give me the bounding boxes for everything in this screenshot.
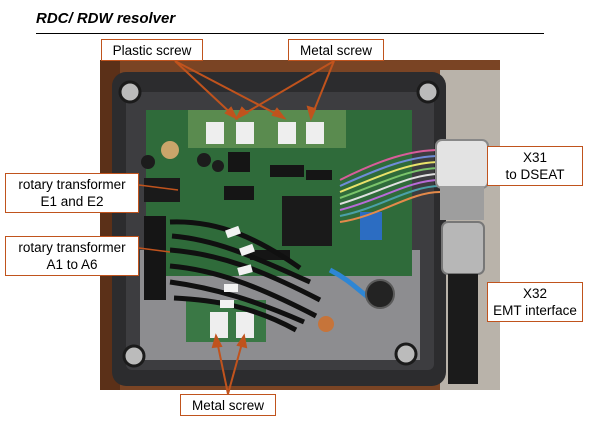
callout-arrows <box>138 60 335 395</box>
callout-rotary-transformer-a-line1: rotary transformer <box>18 240 126 255</box>
terminal-top-4 <box>306 122 324 144</box>
capacitor-3 <box>197 153 211 167</box>
x31-connector-shell <box>440 186 484 220</box>
terminal-top-3 <box>278 122 296 144</box>
terminal-top-1 <box>206 122 224 144</box>
capacitor-1 <box>161 141 179 159</box>
chip-4 <box>306 170 332 180</box>
chip-2 <box>228 152 250 172</box>
blue-component <box>360 212 382 240</box>
callout-x31-line1: X31 <box>522 150 548 165</box>
gland-nut <box>365 279 395 309</box>
mount-hole-br <box>394 342 418 366</box>
left-connector-2 <box>144 216 166 300</box>
page-title: RDC/ RDW resolver <box>36 10 176 27</box>
x31-connector <box>435 139 489 189</box>
callout-rotary-transformer-e: rotary transformer E1 and E2 <box>5 173 139 213</box>
callout-metal-screw-bottom: Metal screw <box>180 394 276 416</box>
mount-hole-bl <box>122 344 146 368</box>
chip-3 <box>270 165 304 177</box>
callout-x32-line1: X32 <box>522 286 548 301</box>
callout-metal-screw-top: Metal screw <box>288 39 384 61</box>
callout-x32-line2: EMT interface <box>493 303 577 318</box>
callout-plastic-screw: Plastic screw <box>101 39 203 61</box>
terminal-top-2 <box>236 122 254 144</box>
callout-rotary-transformer-a: rotary transformer A1 to A6 <box>5 236 139 276</box>
terminal-bottom-1 <box>210 312 228 338</box>
capacitor-2 <box>141 155 155 169</box>
callout-x31: X31 to DSEAT <box>487 146 583 186</box>
wire-tags <box>220 225 255 308</box>
callout-rotary-transformer-e-line2: E1 and E2 <box>40 194 104 209</box>
mount-hole-tl <box>118 80 142 104</box>
x32-connector-body <box>441 221 485 275</box>
chip-5 <box>250 250 290 260</box>
callout-plastic-screw-text: Plastic screw <box>112 43 192 58</box>
callout-metal-screw-bottom-text: Metal screw <box>191 398 264 413</box>
chip-1 <box>224 186 254 200</box>
callout-x31-line2: to DSEAT <box>505 167 565 182</box>
ribbon-wires <box>339 149 441 223</box>
copper-terminal <box>318 316 334 332</box>
callout-rotary-transformer-a-line2: A1 to A6 <box>46 257 98 272</box>
callout-rotary-transformer-e-line1: rotary transformer <box>18 177 126 192</box>
callout-metal-screw-top-text: Metal screw <box>299 43 372 58</box>
chip-main <box>282 196 332 246</box>
mount-hole-tr <box>416 80 440 104</box>
title-divider <box>36 33 544 34</box>
callout-x32: X32 EMT interface <box>487 282 583 322</box>
capacitor-4 <box>212 160 224 172</box>
x32-cable <box>448 274 478 384</box>
terminal-bottom-2 <box>236 312 254 338</box>
